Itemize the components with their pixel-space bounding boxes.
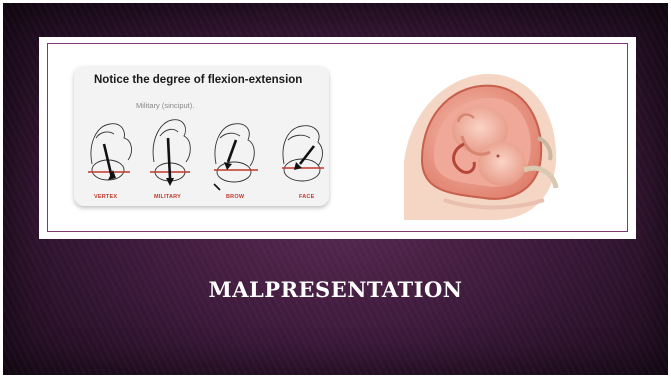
brow-label: BROW	[226, 194, 244, 200]
slide-title: MALPRESENTATION	[3, 277, 668, 302]
slide: Notice the degree of flexion-extension M…	[3, 3, 668, 375]
military-label: MILITARY	[154, 194, 181, 200]
presentation-sketches	[74, 66, 329, 206]
vertex-label: VERTEX	[94, 194, 117, 200]
image-panel: Notice the degree of flexion-extension M…	[39, 37, 636, 239]
brow-sketch	[214, 124, 258, 190]
fetus-in-uterus-illustration	[404, 52, 574, 222]
image-panel-border: Notice the degree of flexion-extension M…	[47, 43, 628, 232]
vertex-sketch	[88, 124, 131, 180]
military-sketch	[150, 120, 190, 186]
face-sketch	[282, 126, 324, 181]
face-label: FACE	[299, 194, 314, 200]
flexion-extension-figure: Notice the degree of flexion-extension M…	[74, 66, 329, 206]
